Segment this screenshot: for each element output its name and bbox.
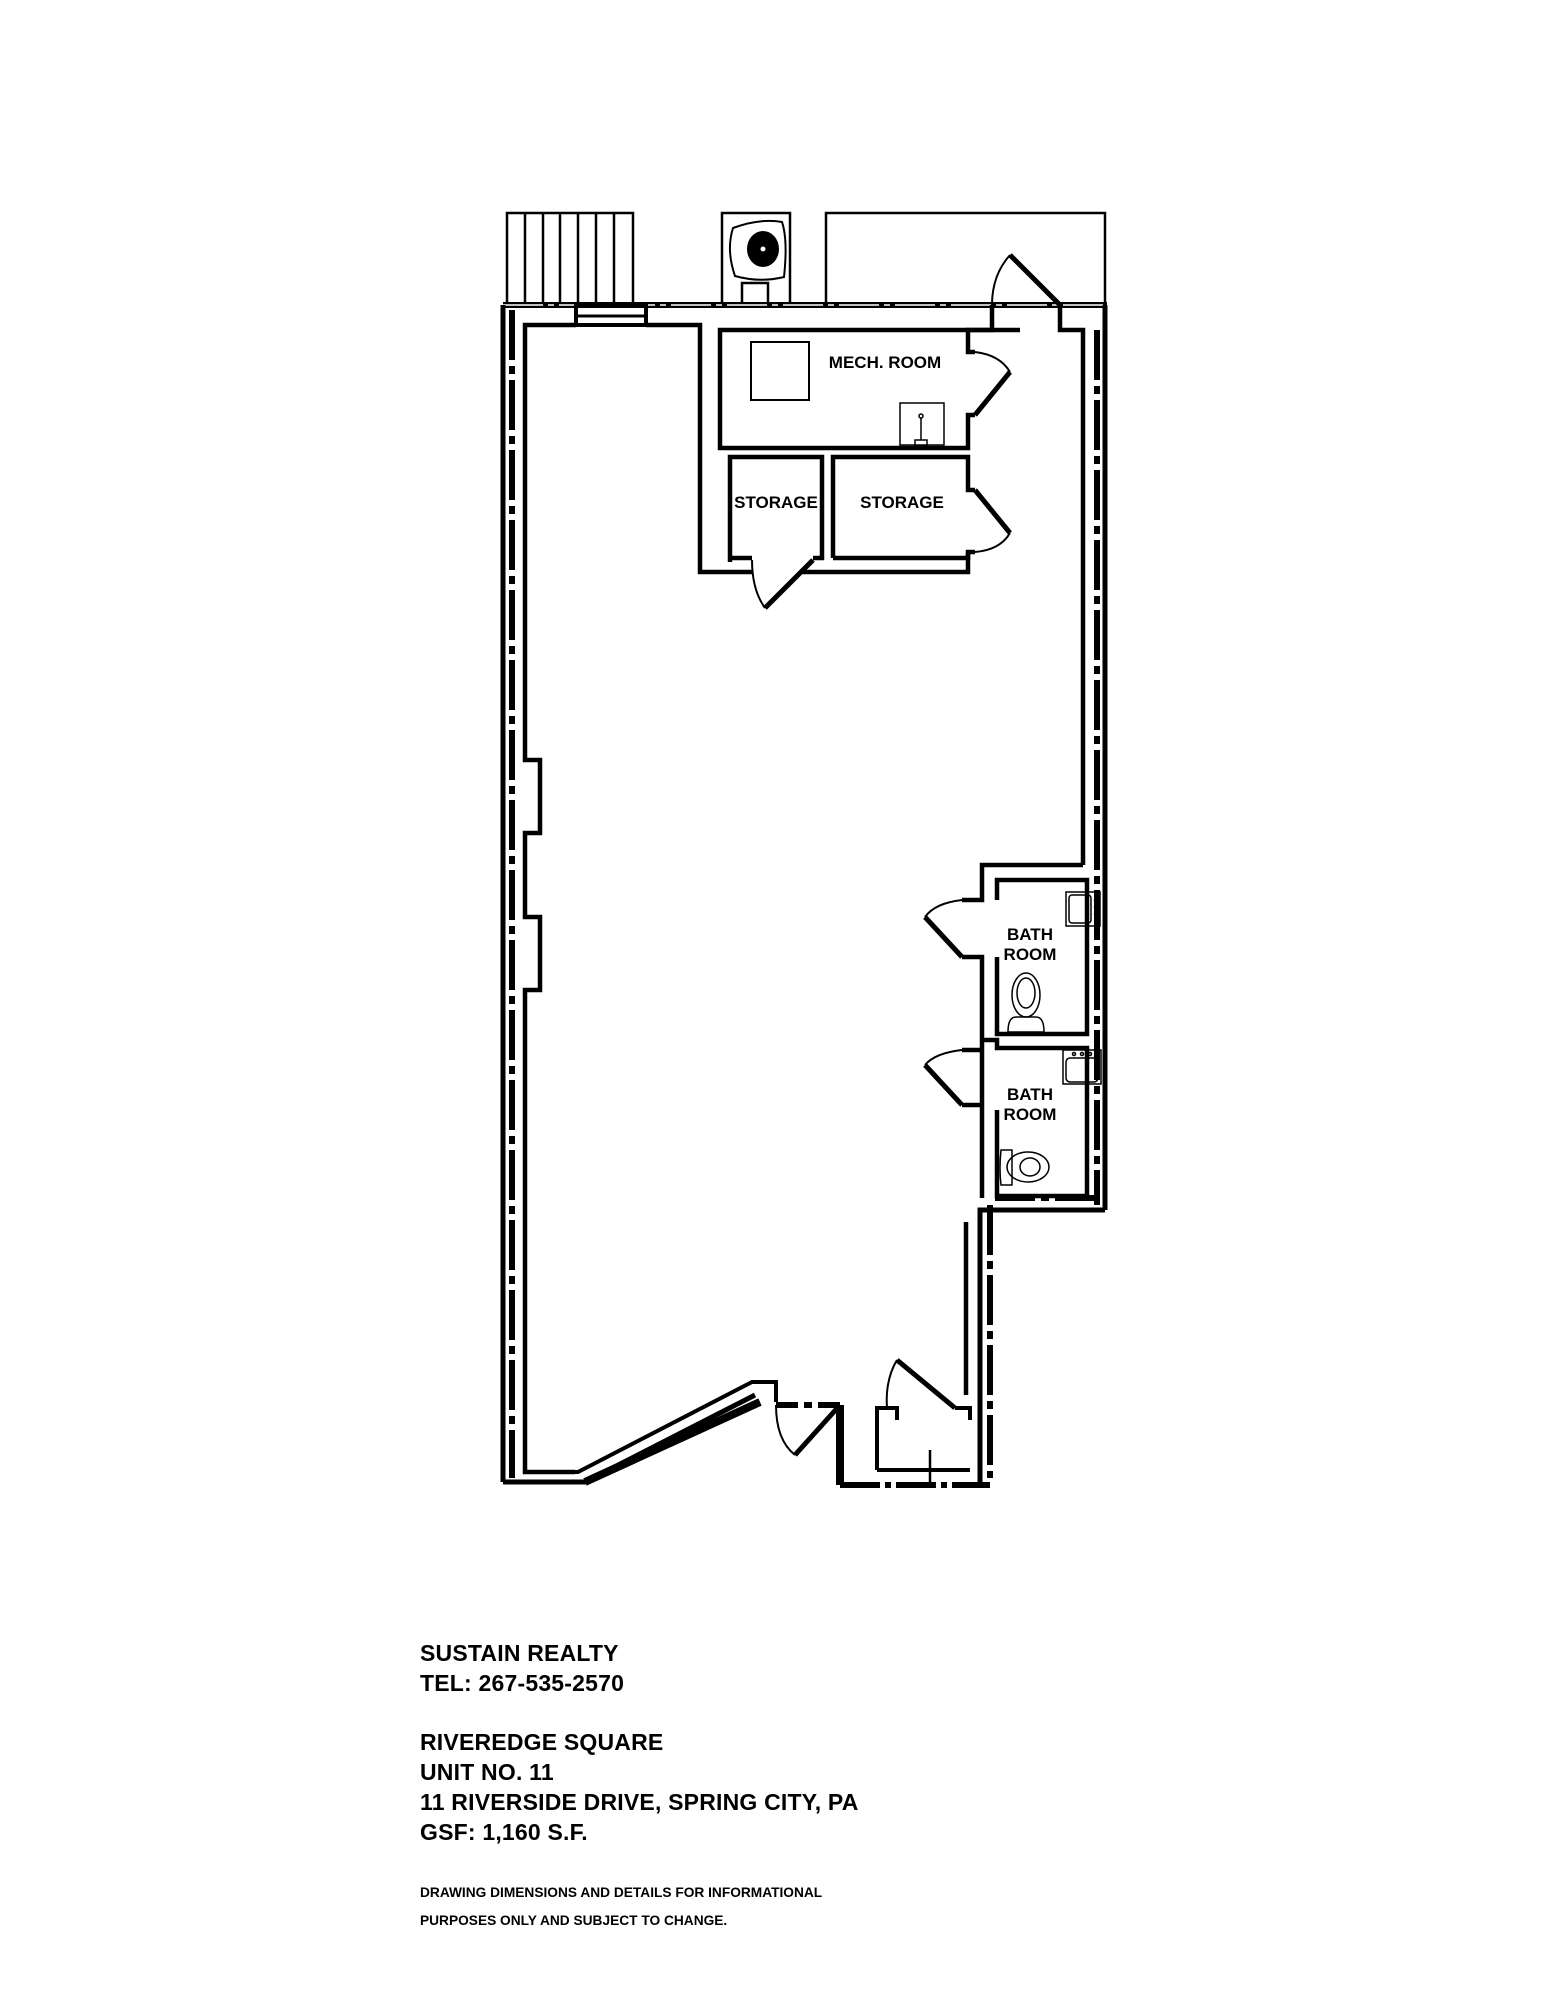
bathroom-block <box>962 862 1090 1199</box>
room-label-bath-1-room: ROOM <box>1004 945 1057 964</box>
unit-number: UNIT NO. 11 <box>420 1759 554 1785</box>
rear-door-icon <box>968 253 1062 333</box>
company-name: SUSTAIN REALTY <box>420 1640 619 1666</box>
room-label-mech: MECH. ROOM <box>829 353 941 372</box>
vestibule-door-icon <box>885 1358 957 1410</box>
hvac-condenser-icon <box>720 211 792 307</box>
room-label-bath-2: BATH <box>1007 1085 1053 1104</box>
property-address: 11 RIVERSIDE DRIVE, SPRING CITY, PA <box>420 1789 859 1815</box>
exterior-wall-right-lower <box>963 1195 1105 1482</box>
water-heater-icon <box>750 341 810 401</box>
room-label-bath-1: BATH <box>1007 925 1053 944</box>
rear-patio <box>824 211 1107 305</box>
vestibule <box>875 1406 972 1485</box>
deck-stairs <box>505 211 635 307</box>
front-wall <box>503 1380 990 1488</box>
disclaimer-line-2: PURPOSES ONLY AND SUBJECT TO CHANGE. <box>420 1912 728 1928</box>
property-name: RIVEREDGE SQUARE <box>420 1729 664 1755</box>
property-info: RIVEREDGE SQUARE UNIT NO. 11 11 RIVERSID… <box>420 1727 859 1847</box>
room-label-storage-2: STORAGE <box>860 493 944 512</box>
gross-square-footage: GSF: 1,160 S.F. <box>420 1819 588 1845</box>
bath-1-toilet-icon <box>1007 972 1045 1033</box>
bath-2-door-icon <box>923 1049 964 1107</box>
utility-sink-icon <box>899 402 945 447</box>
disclaimer-line-1: DRAWING DIMENSIONS AND DETAILS FOR INFOR… <box>420 1884 823 1900</box>
front-door-icon <box>775 1403 842 1457</box>
bath-1-sink-icon <box>1065 891 1101 927</box>
company-phone: TEL: 267-535-2570 <box>420 1670 625 1696</box>
exterior-wall-left <box>500 305 576 1482</box>
bath-1-door-icon <box>923 899 964 959</box>
room-label-bath-2-room: ROOM <box>1004 1105 1057 1124</box>
mech-door-icon <box>973 351 1012 417</box>
storage-1-door-icon <box>751 558 815 610</box>
room-label-storage-1: STORAGE <box>734 493 818 512</box>
rear-wall <box>503 302 1107 327</box>
company-info: SUSTAIN REALTY TEL: 267-535-2570 <box>420 1638 624 1698</box>
mech-storage-block <box>646 322 1020 575</box>
bath-2-sink-icon <box>1062 1049 1102 1085</box>
disclaimer: DRAWING DIMENSIONS AND DETAILS FOR INFOR… <box>420 1878 822 1934</box>
storage-2-door-icon <box>973 488 1012 553</box>
bath-2-toilet-icon <box>999 1149 1050 1186</box>
floor-plan: MECH. ROOM STORAGE STORAGE BATH ROOM BAT… <box>500 211 1108 1488</box>
